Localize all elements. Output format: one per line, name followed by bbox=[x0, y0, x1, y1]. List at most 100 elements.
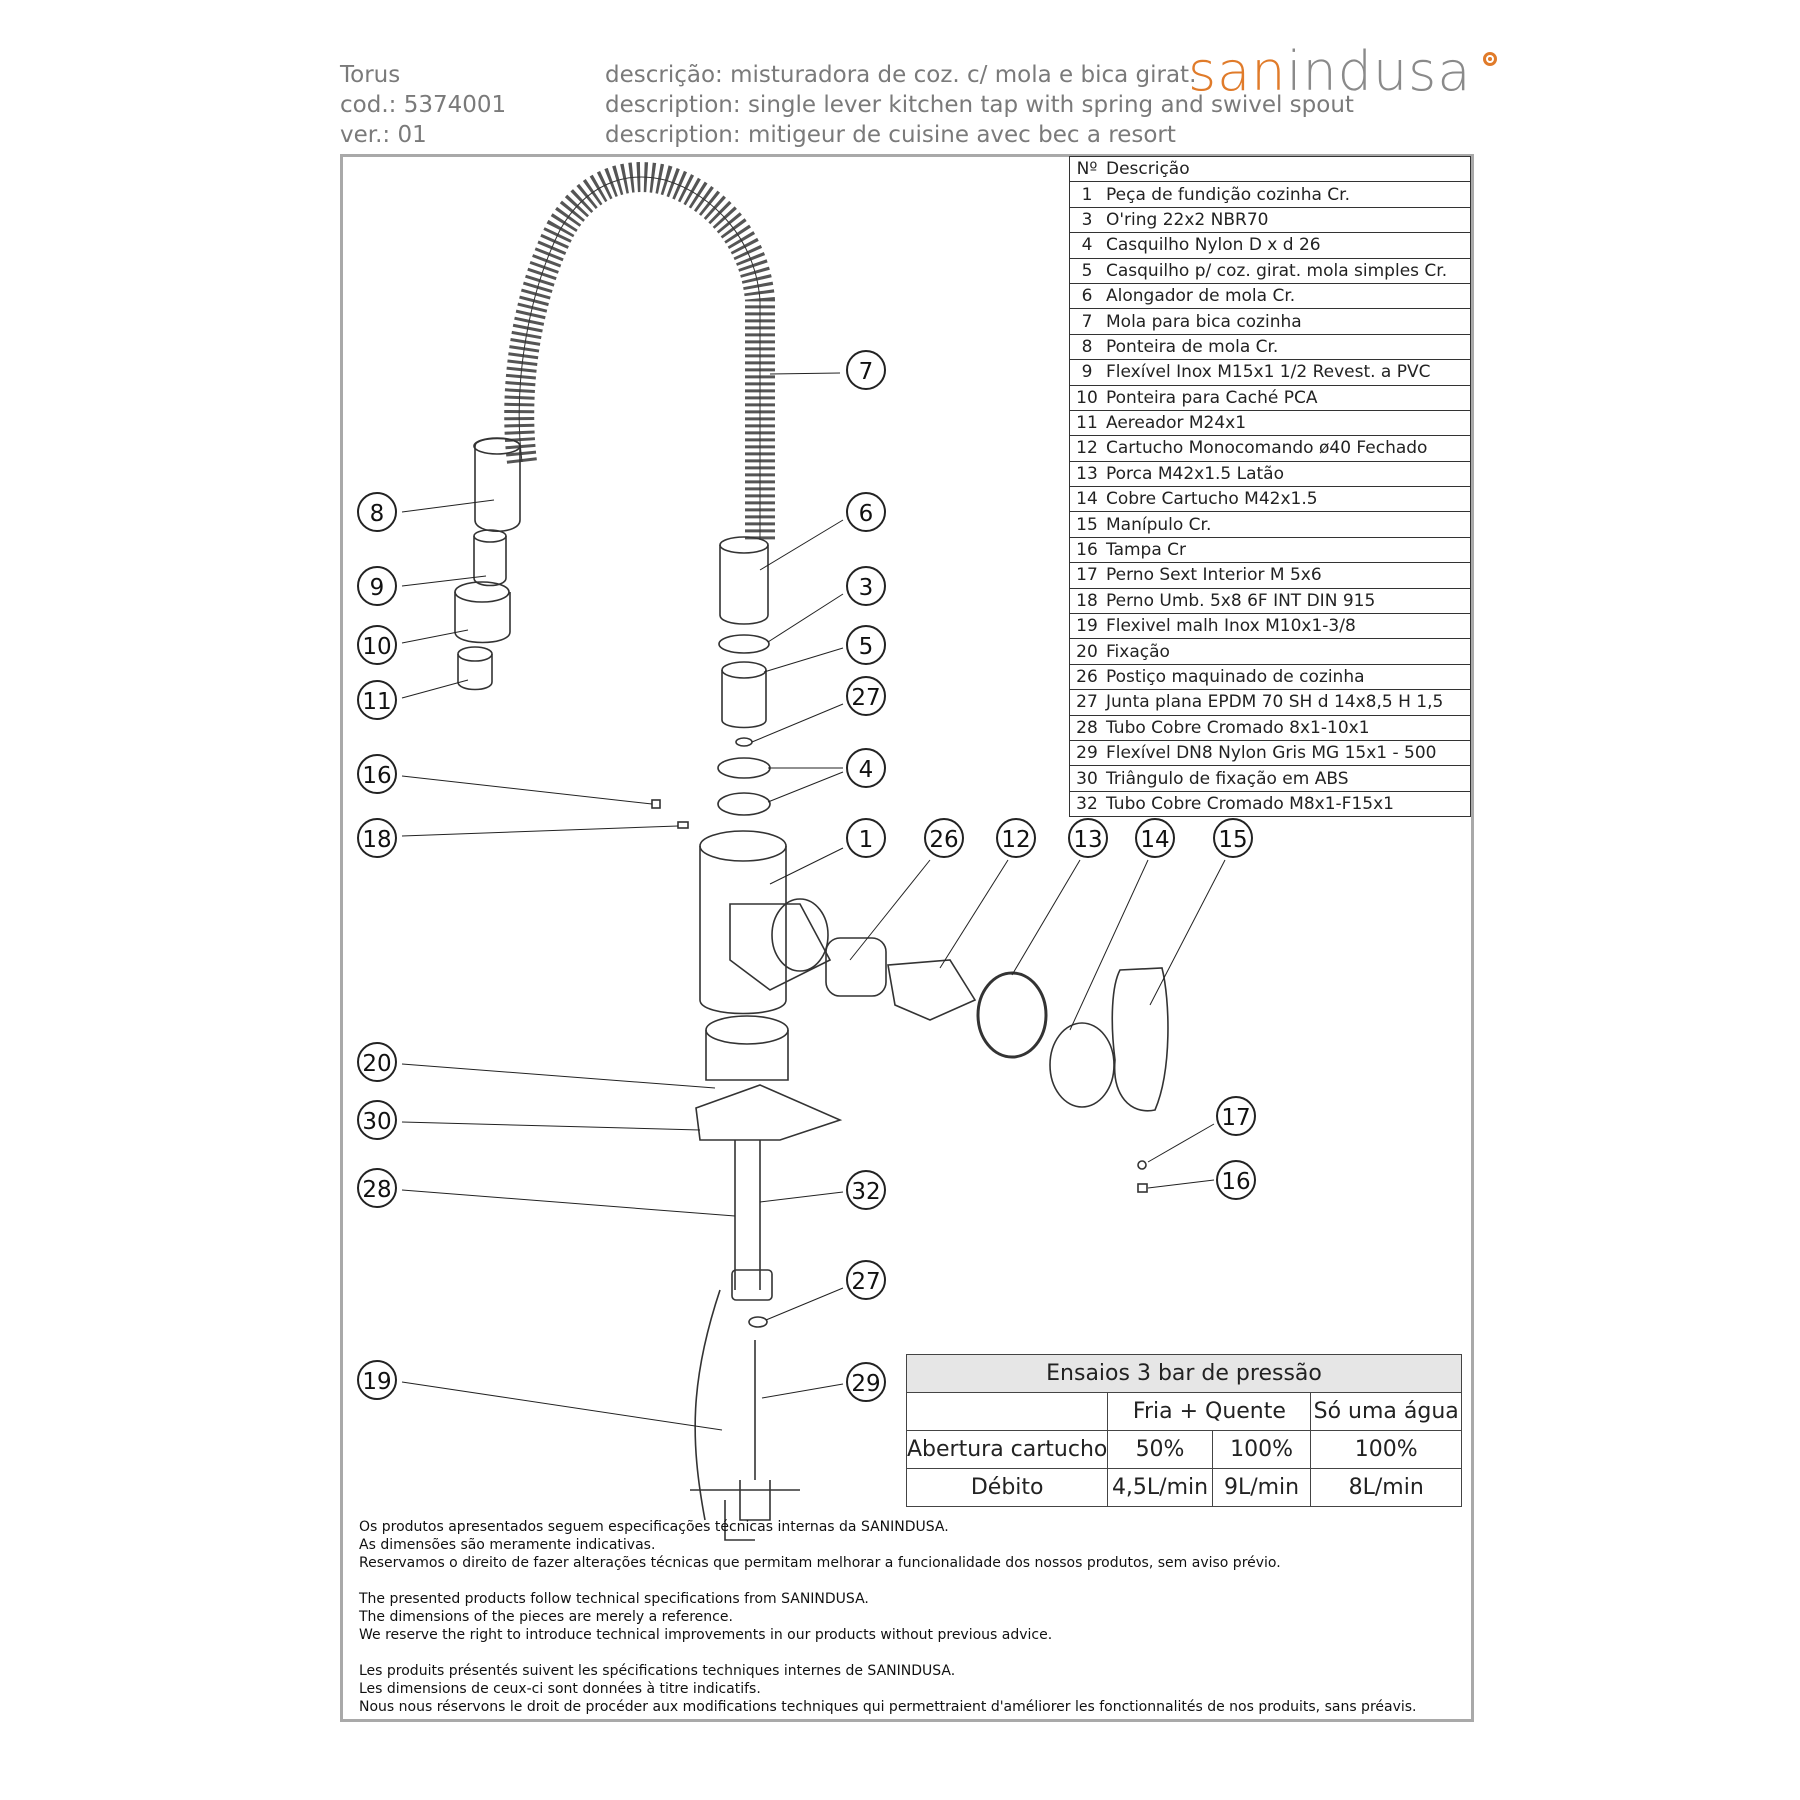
part-no: 29 bbox=[1069, 739, 1104, 767]
part-desc: Aereador M24x1 bbox=[1104, 409, 1471, 437]
callout-10: 10 bbox=[357, 625, 469, 665]
part-no: 26 bbox=[1069, 663, 1104, 691]
footer-pt-line-2: As dimensões são meramente indicativas. bbox=[359, 1537, 656, 1553]
test-table-title: Ensaios 3 bar de pressão bbox=[906, 1354, 1462, 1393]
svg-text:27: 27 bbox=[851, 1269, 880, 1295]
product-name: Torus bbox=[340, 62, 401, 88]
part-desc: Peça de fundição cozinha Cr. bbox=[1104, 181, 1471, 208]
drawing-frame bbox=[340, 154, 1474, 1722]
svg-text:12: 12 bbox=[1001, 827, 1030, 853]
cover-part bbox=[1049, 1022, 1115, 1108]
part-no: 7 bbox=[1069, 308, 1104, 335]
callout-6: 6 bbox=[759, 492, 886, 571]
part-no: 1 bbox=[1069, 181, 1104, 208]
parts-header-desc: Descrição bbox=[1104, 155, 1471, 183]
svg-text:1: 1 bbox=[859, 827, 874, 853]
part-no: 9 bbox=[1069, 359, 1104, 386]
footer-en-line-2: The dimensions of the pieces are merely … bbox=[359, 1609, 733, 1625]
callout-18: 18 bbox=[357, 818, 679, 858]
callout-16-right: 16 bbox=[1147, 1160, 1256, 1200]
nylon-bushing-part-b bbox=[717, 792, 771, 816]
flexible-19-part bbox=[694, 1289, 721, 1521]
callout-group: 7 8 6 9 3 10 5 11 27 16 4 18 1 26 12 13 … bbox=[357, 350, 1256, 1431]
part-no: 27 bbox=[1069, 689, 1104, 716]
callout-29: 29 bbox=[761, 1362, 886, 1402]
svg-text:10: 10 bbox=[362, 634, 391, 660]
footer-fr-line-1: Les produits présentés suivent les spéci… bbox=[359, 1663, 956, 1679]
svg-text:29: 29 bbox=[851, 1371, 880, 1397]
part-desc: Tubo Cobre Cromado M8x1-F15x1 bbox=[1104, 790, 1471, 818]
diagram-drawing bbox=[454, 162, 1169, 1541]
callout-13: 13 bbox=[1011, 818, 1108, 976]
callout-4: 4 bbox=[767, 748, 886, 803]
callout-7: 7 bbox=[769, 350, 886, 390]
product-code: cod.: 5374001 bbox=[340, 92, 507, 118]
part-desc: Mola para bica cozinha bbox=[1104, 308, 1471, 335]
test-row2-label: Débito bbox=[905, 1468, 1109, 1507]
nut-part bbox=[976, 971, 1048, 1059]
spring-part bbox=[504, 162, 775, 540]
callout-5: 5 bbox=[763, 625, 886, 673]
part-no: 20 bbox=[1069, 638, 1104, 665]
svg-text:16: 16 bbox=[362, 763, 391, 789]
callout-17: 17 bbox=[1147, 1096, 1256, 1163]
part-no: 13 bbox=[1069, 460, 1104, 488]
part-no: 18 bbox=[1069, 587, 1104, 615]
callout-27-top: 27 bbox=[751, 676, 886, 743]
description-pt: descrição: misturadora de coz. c/ mola e… bbox=[605, 62, 1197, 88]
part-desc: Porca M42x1.5 Latão bbox=[1104, 460, 1471, 488]
part-desc: Ponteira de mola Cr. bbox=[1104, 333, 1471, 361]
svg-text:5: 5 bbox=[859, 634, 874, 660]
bushing-part bbox=[721, 670, 767, 729]
callout-20: 20 bbox=[357, 1042, 716, 1089]
handle-part bbox=[1111, 967, 1169, 1112]
callout-12: 12 bbox=[939, 818, 1036, 969]
hose-part bbox=[473, 536, 507, 587]
svg-text:32: 32 bbox=[851, 1179, 880, 1205]
description-en: description: single lever kitchen tap wi… bbox=[605, 92, 1354, 118]
callout-3: 3 bbox=[767, 566, 886, 643]
svg-text:14: 14 bbox=[1140, 827, 1169, 853]
test-col-single: Só uma água bbox=[1310, 1392, 1462, 1431]
test-col-mixed: Fria + Quente bbox=[1107, 1392, 1312, 1431]
fixing-part bbox=[705, 1030, 789, 1081]
gasket-part-top bbox=[735, 737, 753, 747]
part-desc: Casquilho p/ coz. girat. mola simples Cr… bbox=[1104, 257, 1471, 284]
product-version: ver.: 01 bbox=[340, 122, 427, 148]
callout-28: 28 bbox=[357, 1168, 736, 1217]
part-desc: Perno Sext Interior M 5x6 bbox=[1104, 562, 1471, 589]
callout-27-bottom: 27 bbox=[765, 1260, 886, 1321]
part-desc: Postiço maquinado de cozinha bbox=[1104, 663, 1471, 691]
part-no: 11 bbox=[1069, 409, 1104, 437]
part-no: 4 bbox=[1069, 232, 1104, 259]
test-table-empty-cell bbox=[905, 1392, 1109, 1431]
svg-text:8: 8 bbox=[370, 501, 385, 527]
part-desc: Triângulo de fixação em ABS bbox=[1104, 765, 1471, 792]
part-no: 17 bbox=[1069, 562, 1104, 589]
part-desc: Flexível Inox M15x1 1/2 Revest. a PVC bbox=[1104, 359, 1471, 386]
part-no: 5 bbox=[1069, 257, 1104, 284]
part-desc: Ponteira para Caché PCA bbox=[1104, 384, 1471, 411]
part-desc: Flexível DN8 Nylon Gris MG 15x1 - 500 bbox=[1104, 739, 1471, 767]
part-no: 12 bbox=[1069, 435, 1104, 462]
part-desc: Tampa Cr bbox=[1104, 536, 1471, 564]
part-no: 6 bbox=[1069, 282, 1104, 310]
part-no: 15 bbox=[1069, 511, 1104, 538]
part-no: 14 bbox=[1069, 486, 1104, 513]
part-no: 19 bbox=[1069, 613, 1104, 640]
svg-text:11: 11 bbox=[362, 689, 391, 715]
brand-logo-san: san bbox=[1188, 40, 1287, 103]
svg-text:17: 17 bbox=[1221, 1105, 1250, 1131]
callout-15: 15 bbox=[1149, 818, 1253, 1006]
footer-en-line-1: The presented products follow technical … bbox=[359, 1591, 869, 1607]
part-desc: Alongador de mola Cr. bbox=[1104, 282, 1471, 310]
